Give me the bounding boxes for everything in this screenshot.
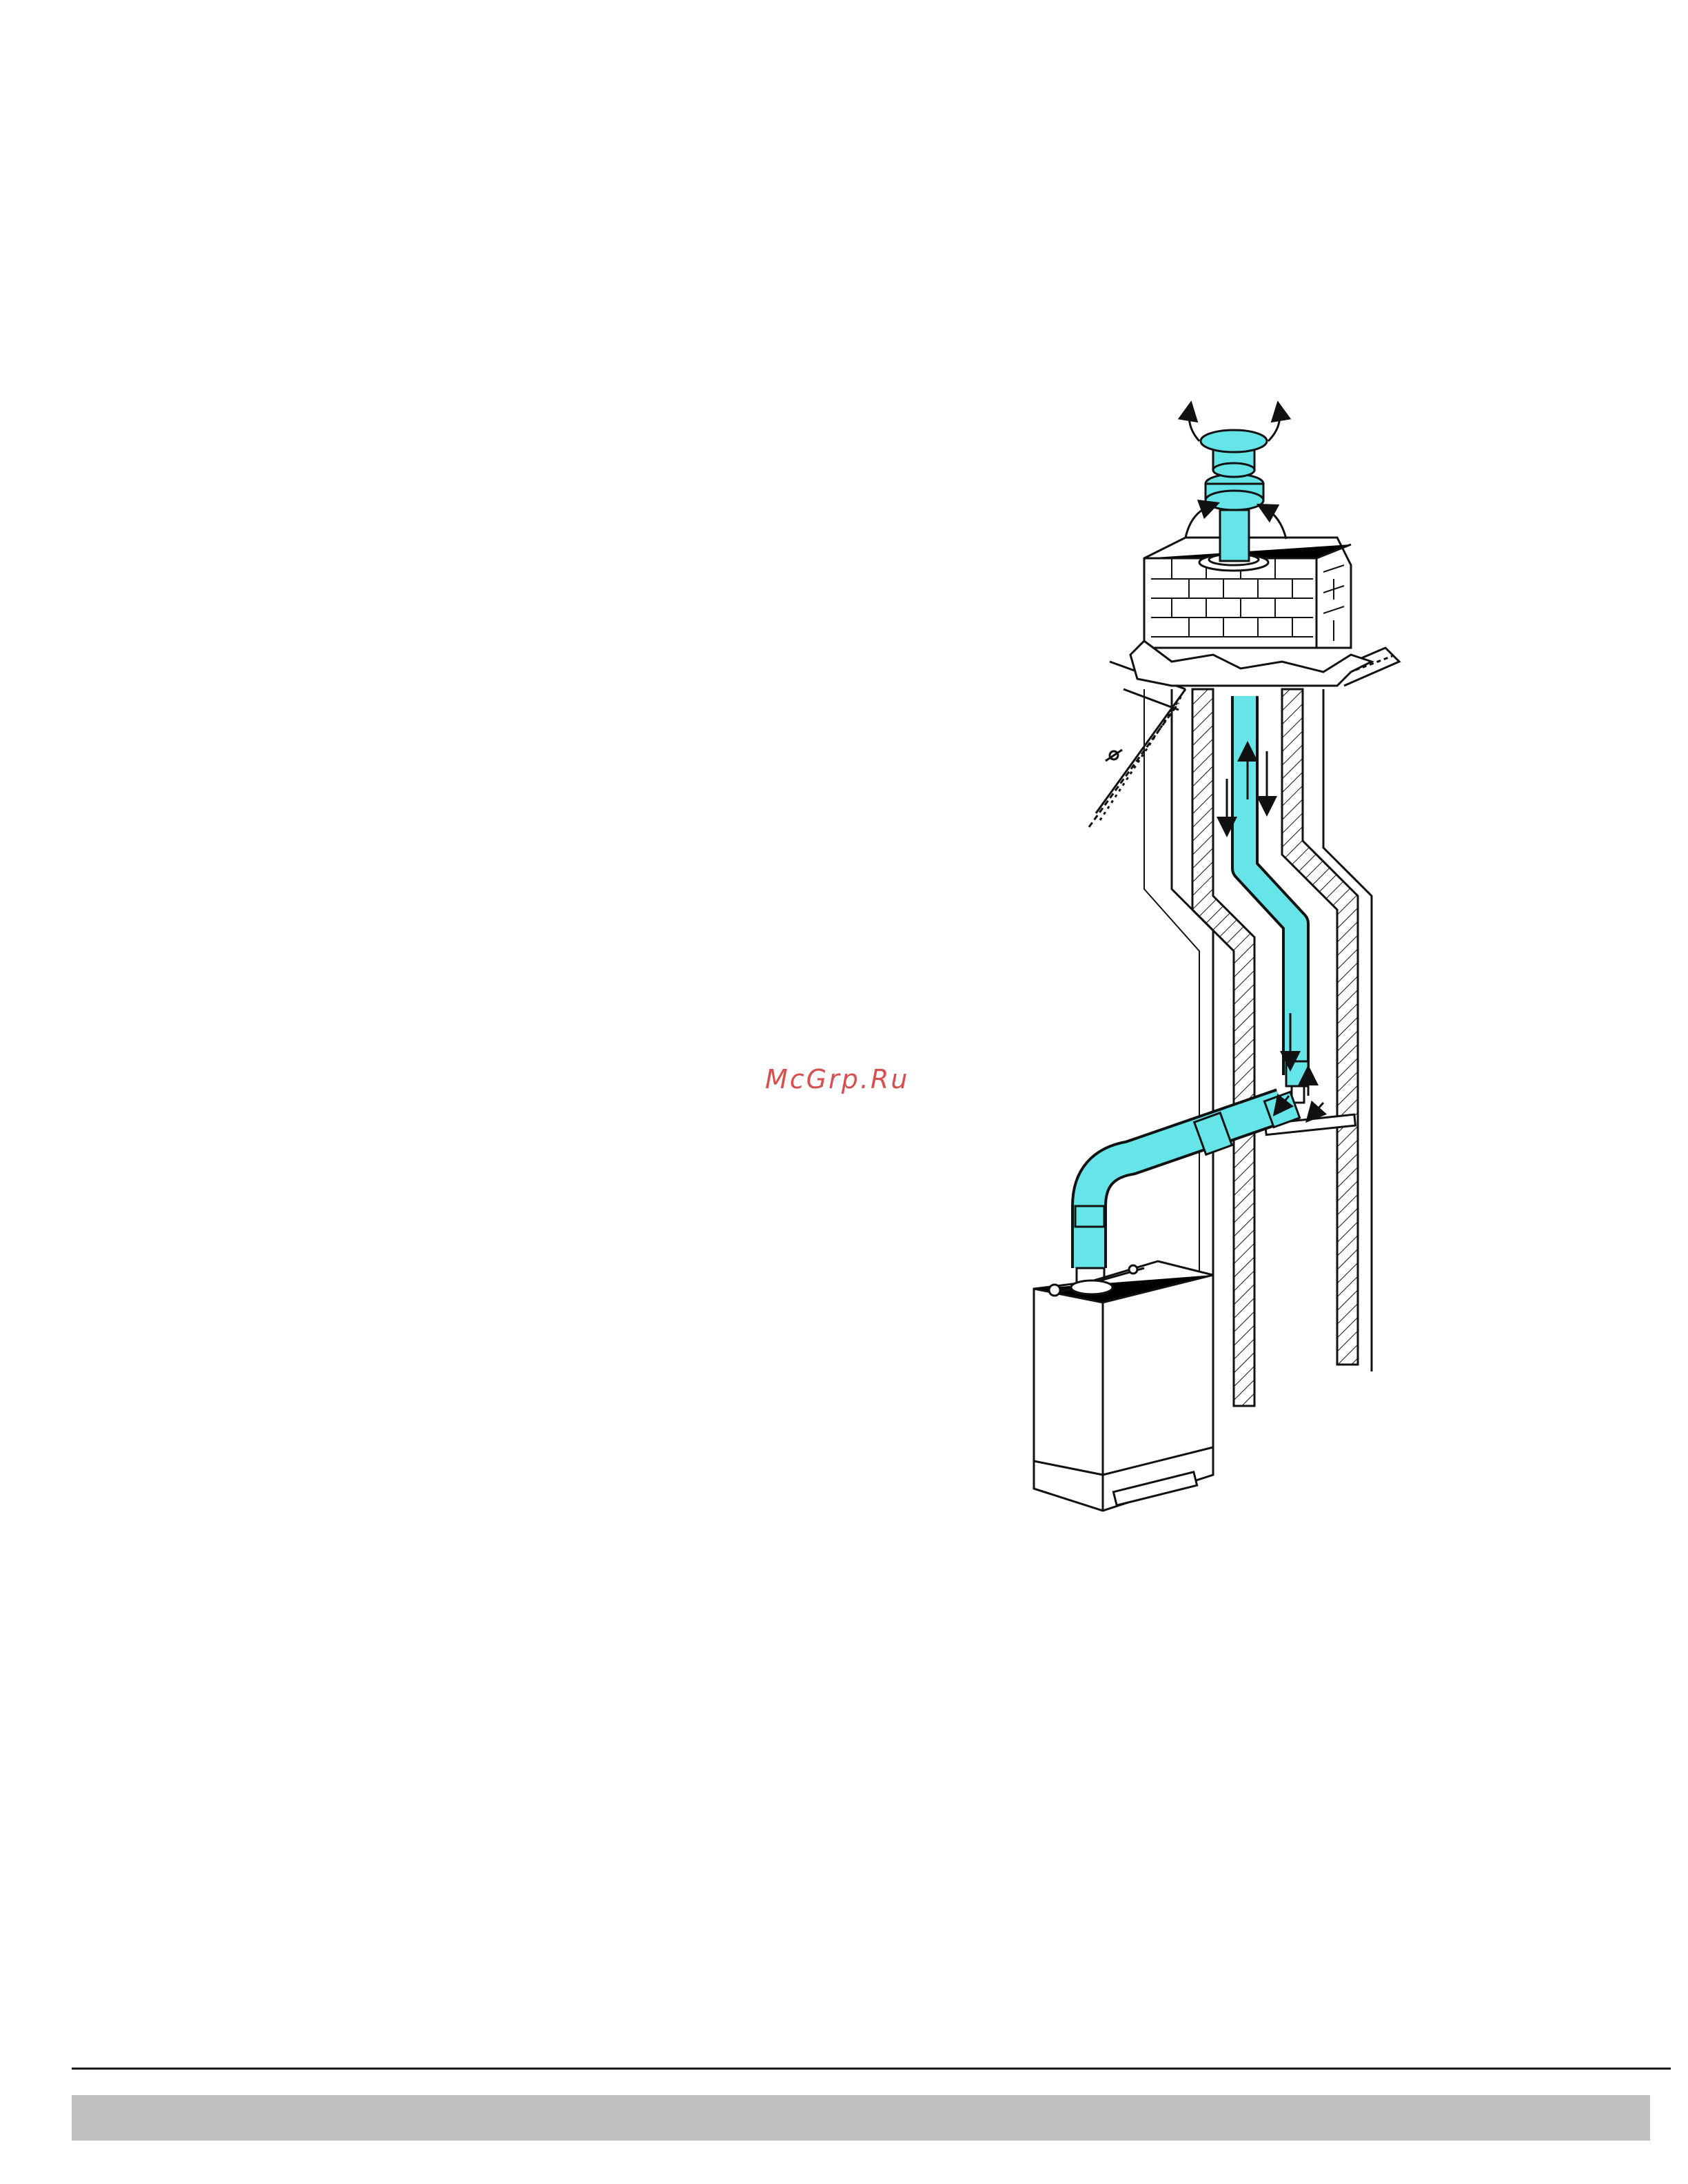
horizontal-flue-pipe — [1075, 1092, 1300, 1287]
watermark: McGrp.Ru — [765, 1064, 909, 1094]
footer-rule — [72, 2068, 1671, 2070]
footer-bar — [72, 2095, 1650, 2141]
boiler — [1034, 1261, 1213, 1511]
boiler-flue-diagram — [993, 386, 1406, 1544]
